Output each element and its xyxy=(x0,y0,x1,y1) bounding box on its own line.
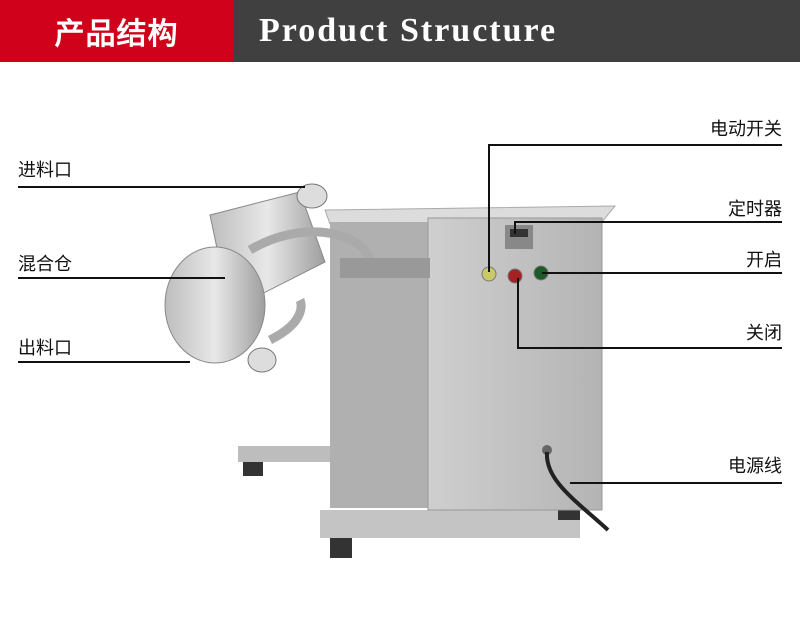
label-stop: 关闭 xyxy=(746,323,782,344)
label-motor-switch: 电动开关 xyxy=(710,119,782,140)
leader-lines xyxy=(18,144,782,484)
label-mixing-chamber: 混合仓 xyxy=(18,254,72,275)
header-title-cn: 产品结构 xyxy=(0,0,233,62)
header-title-en: Product Structure xyxy=(233,0,800,62)
label-outlet: 出料口 xyxy=(18,338,72,359)
label-start: 开启 xyxy=(746,250,782,271)
mixing-drum xyxy=(164,183,430,373)
label-timer: 定时器 xyxy=(728,199,782,220)
label-power-cord: 电源线 xyxy=(728,456,782,477)
label-inlet: 进料口 xyxy=(18,160,72,181)
